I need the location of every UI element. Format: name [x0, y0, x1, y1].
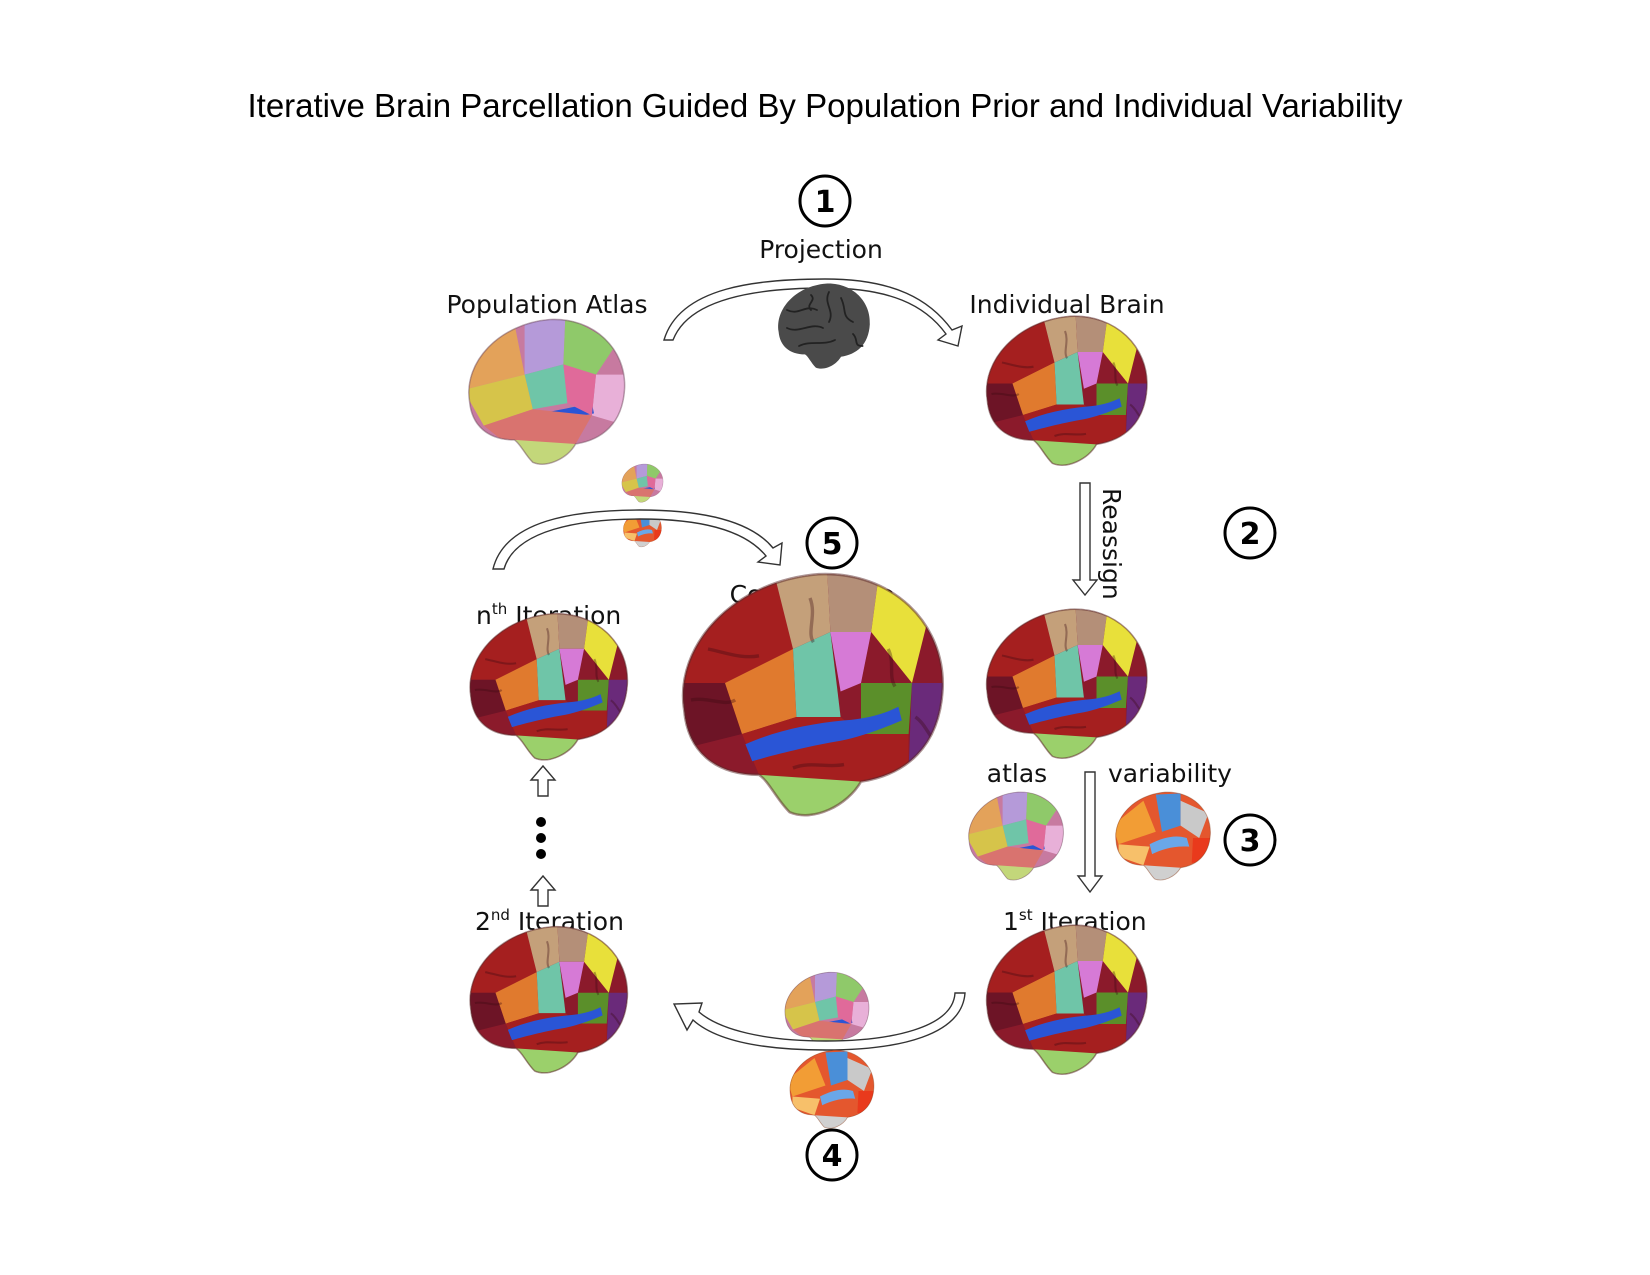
step-2-number: 2 [1240, 517, 1261, 552]
atlas-brain-input [959, 782, 1071, 887]
step-3-number: 3 [1240, 824, 1261, 859]
reassign-label: Reassign [1097, 488, 1126, 600]
atlas-label: atlas [987, 759, 1047, 788]
up-arrow-upper [531, 766, 555, 796]
step-5-marker: 5 [807, 518, 857, 568]
step-2-marker: 2 [1225, 508, 1275, 558]
step-3-marker: 3 [1225, 815, 1275, 865]
projection-label: Projection [759, 235, 883, 264]
step-4-number: 4 [822, 1139, 843, 1174]
variability-label: variability [1108, 759, 1232, 788]
step-1-number: 1 [815, 185, 836, 220]
bottom-variability-brain [782, 1042, 881, 1136]
convergence-brain [657, 547, 963, 836]
variability-brain-input [1106, 782, 1218, 887]
individual-brain [971, 300, 1160, 479]
individual-brain-label: Individual Brain [969, 290, 1164, 319]
up-arrow-lower [531, 876, 555, 906]
reassign-arrow [1073, 483, 1097, 595]
second-iteration-brain [454, 910, 639, 1085]
step-5-number: 5 [822, 527, 843, 562]
combine-arrow [1078, 772, 1102, 892]
reassigned-brain [971, 593, 1160, 772]
mean-brain-image [778, 284, 870, 369]
step-1-marker: 1 [800, 176, 850, 226]
population-atlas-brain [453, 303, 637, 476]
ellipsis-dots [536, 817, 546, 859]
population-atlas-label: Population Atlas [446, 290, 647, 319]
step-4-marker: 4 [807, 1130, 857, 1180]
small-atlas-brain [618, 460, 667, 506]
diagram-title: Iterative Brain Parcellation Guided By P… [247, 87, 1403, 124]
